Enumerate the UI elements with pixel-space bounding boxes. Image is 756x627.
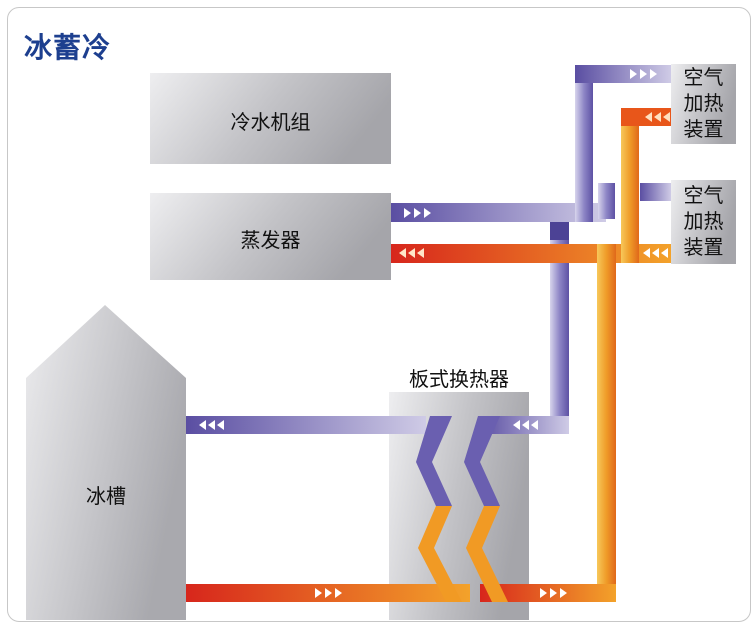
arrow-left-tank (199, 420, 224, 430)
ice-tank-label: 冰槽 (86, 484, 126, 508)
arrow-right-evap (404, 208, 431, 218)
flow-arrows (199, 69, 670, 598)
air-heater-box-2 (671, 180, 736, 264)
ice-tank-shape (26, 305, 186, 620)
hot-pipe-bottom-right (480, 584, 616, 602)
arrow-left-evap (399, 248, 424, 258)
cold-pipe-to-heater-2 (640, 183, 671, 201)
arrow-left-phe (513, 420, 538, 430)
cold-pipe-to-heater-1 (575, 65, 671, 83)
air-heater-1-line-3: 装置 (683, 117, 724, 141)
cold-zigzag-1 (416, 416, 452, 506)
arrow-left-heater-1 (645, 112, 670, 122)
arrow-right-bottom-2 (540, 588, 567, 598)
arrow-right-bottom-1 (315, 588, 342, 598)
air-heater-1-line-2: 加热 (683, 91, 724, 115)
diagram-title: 冰蓄冷 (24, 31, 112, 64)
air-heater-1-line-1: 空气 (683, 65, 724, 89)
air-heater-2-line-2: 加热 (683, 209, 724, 233)
cold-pipe-to-tank (186, 416, 426, 434)
cold-pipe-riser-2 (598, 183, 615, 219)
cold-pipe-down (550, 222, 569, 434)
air-heater-label-1: 空气 加热 装置 (671, 64, 736, 142)
cold-zigzag-2 (464, 416, 500, 506)
hot-pipes (186, 108, 671, 602)
air-heater-2-line-1: 空气 (683, 183, 724, 207)
arrow-right-heater-1 (630, 69, 657, 79)
hot-zigzag-2 (466, 506, 508, 602)
chiller-label: 冷水机组 (230, 110, 311, 134)
cold-pipe-evap-out (391, 203, 606, 222)
hot-pipe-riser (621, 108, 639, 263)
plate-heat-exchanger-label: 板式换热器 (409, 367, 509, 391)
arrow-left-heater-2 (643, 248, 668, 258)
cold-pipe-stub (550, 222, 569, 240)
air-heater-box-1 (671, 64, 736, 144)
hot-pipe-down (597, 244, 616, 602)
cold-pipes (186, 65, 671, 506)
cold-pipe-riser-1 (575, 65, 593, 222)
evaporator-label: 蒸发器 (240, 228, 301, 252)
air-heater-2-line-3: 装置 (683, 235, 724, 259)
hot-zigzag-1 (418, 506, 462, 602)
evaporator-box (150, 193, 391, 280)
air-heater-label-2: 空气 加热 装置 (671, 182, 736, 260)
chiller-box (150, 73, 391, 164)
